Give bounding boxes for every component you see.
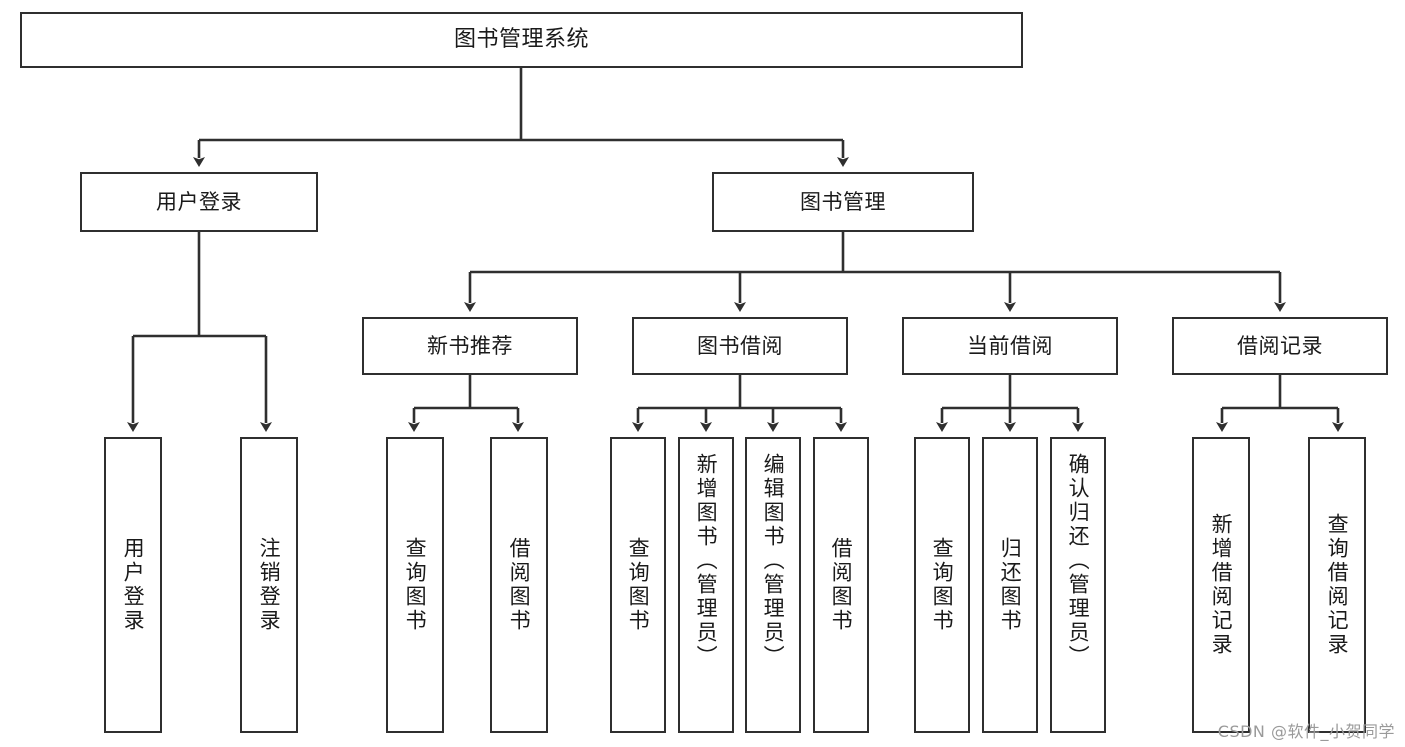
node-leaf-borrow-book-1-label: 借阅图书 <box>507 537 532 633</box>
node-leaf-query-book-3[interactable]: 查询图书 <box>914 437 970 733</box>
node-leaf-borrow-book-2[interactable]: 借阅图书 <box>813 437 869 733</box>
watermark-text: CSDN @软件_小贺同学 <box>1217 722 1395 741</box>
node-current-borrow-label: 当前借阅 <box>967 333 1053 358</box>
node-borrow-record[interactable]: 借阅记录 <box>1172 317 1388 375</box>
node-book-borrow[interactable]: 图书借阅 <box>632 317 848 375</box>
node-book-manage[interactable]: 图书管理 <box>712 172 974 232</box>
node-user-login[interactable]: 用户登录 <box>80 172 318 232</box>
node-leaf-confirm-return-label: 确认归还（管理员） <box>1066 453 1091 669</box>
node-borrow-record-label: 借阅记录 <box>1237 333 1323 358</box>
node-leaf-query-borrow-record[interactable]: 查询借阅记录 <box>1308 437 1366 733</box>
node-new-book-recommend[interactable]: 新书推荐 <box>362 317 578 375</box>
node-leaf-user-login-label: 用户登录 <box>121 537 146 633</box>
node-leaf-add-borrow-record-label: 新增借阅记录 <box>1209 513 1234 657</box>
node-leaf-query-book-2-label: 查询图书 <box>626 537 651 633</box>
node-root-system[interactable]: 图书管理系统 <box>20 12 1023 68</box>
node-root-system-label: 图书管理系统 <box>453 27 589 53</box>
node-new-book-recommend-label: 新书推荐 <box>427 333 513 358</box>
node-leaf-return-book-label: 归还图书 <box>998 537 1023 633</box>
node-leaf-return-book[interactable]: 归还图书 <box>982 437 1038 733</box>
node-leaf-logout-login[interactable]: 注销登录 <box>240 437 298 733</box>
node-leaf-add-borrow-record[interactable]: 新增借阅记录 <box>1192 437 1250 733</box>
node-leaf-query-book-3-label: 查询图书 <box>930 537 955 633</box>
node-leaf-query-borrow-record-label: 查询借阅记录 <box>1325 513 1350 657</box>
node-leaf-user-login[interactable]: 用户登录 <box>104 437 162 733</box>
node-book-manage-label: 图书管理 <box>800 189 886 214</box>
node-current-borrow[interactable]: 当前借阅 <box>902 317 1118 375</box>
node-leaf-confirm-return[interactable]: 确认归还（管理员） <box>1050 437 1106 733</box>
node-leaf-query-book-1-label: 查询图书 <box>403 537 428 633</box>
node-leaf-edit-book[interactable]: 编辑图书（管理员） <box>745 437 801 733</box>
node-leaf-borrow-book-2-label: 借阅图书 <box>829 537 854 633</box>
node-book-borrow-label: 图书借阅 <box>697 333 783 358</box>
node-leaf-add-book-label: 新增图书（管理员） <box>694 453 719 669</box>
node-user-login-label: 用户登录 <box>156 189 242 214</box>
node-leaf-add-book[interactable]: 新增图书（管理员） <box>678 437 734 733</box>
node-leaf-logout-login-label: 注销登录 <box>257 537 282 633</box>
node-leaf-query-book-2[interactable]: 查询图书 <box>610 437 666 733</box>
node-leaf-query-book-1[interactable]: 查询图书 <box>386 437 444 733</box>
node-leaf-edit-book-label: 编辑图书（管理员） <box>761 453 786 669</box>
node-leaf-borrow-book-1[interactable]: 借阅图书 <box>490 437 548 733</box>
